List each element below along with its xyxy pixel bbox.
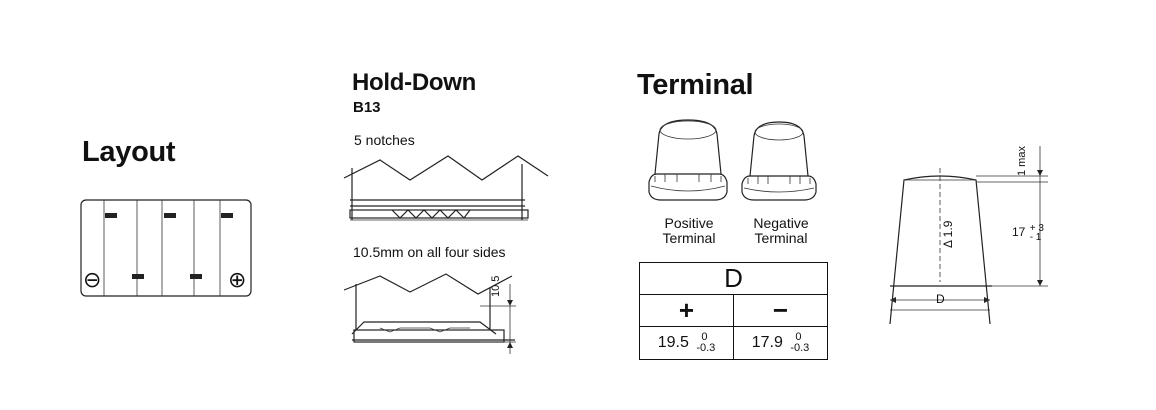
negative-diameter-cell: 17.9 0 -0.3 bbox=[733, 326, 828, 360]
negative-terminal-icon bbox=[741, 121, 817, 201]
profile-height-dim: 17 + 3 - 1 bbox=[1012, 223, 1044, 243]
table-plus-header: + bbox=[639, 294, 734, 327]
notches-label: 5 notches bbox=[354, 132, 415, 148]
cell-connector bbox=[132, 274, 144, 279]
holddown-notches-diagram bbox=[343, 155, 549, 221]
positive-terminal-icon bbox=[648, 119, 728, 201]
positive-terminal-label: Positive Terminal bbox=[662, 215, 716, 246]
positive-diameter-cell: 19.5 0 -0.3 bbox=[639, 326, 734, 360]
terminal-profile-diagram bbox=[889, 146, 1048, 325]
battery-layout-diagram bbox=[80, 199, 252, 297]
profile-base-dim: D bbox=[936, 292, 945, 306]
holddown-title: Hold-Down bbox=[352, 69, 476, 96]
terminal-dimension-table: D + − 19.5 0 -0.3 17.9 0 -0.3 bbox=[639, 262, 828, 360]
holddown-sides-diagram bbox=[343, 273, 516, 354]
positive-terminal-symbol: ⊕ bbox=[228, 267, 247, 292]
holddown-dim-value: 10.5 bbox=[490, 275, 502, 297]
profile-top-dim: 1 max bbox=[1016, 146, 1028, 176]
cell-connector bbox=[105, 213, 117, 218]
cell-connector bbox=[164, 213, 176, 218]
cell-connector bbox=[221, 213, 233, 218]
profile-taper-dim: Δ 1.9 bbox=[941, 220, 955, 248]
layout-title: Layout bbox=[82, 136, 176, 168]
table-header-d: D bbox=[639, 262, 828, 295]
sides-label: 10.5mm on all four sides bbox=[353, 244, 506, 260]
terminal-title: Terminal bbox=[637, 69, 754, 101]
cell-connector bbox=[190, 274, 202, 279]
holddown-code: B13 bbox=[353, 99, 381, 116]
negative-terminal-label: Negative Terminal bbox=[753, 215, 809, 246]
negative-terminal-symbol: ⊖ bbox=[83, 267, 102, 292]
table-minus-header: − bbox=[733, 294, 828, 327]
